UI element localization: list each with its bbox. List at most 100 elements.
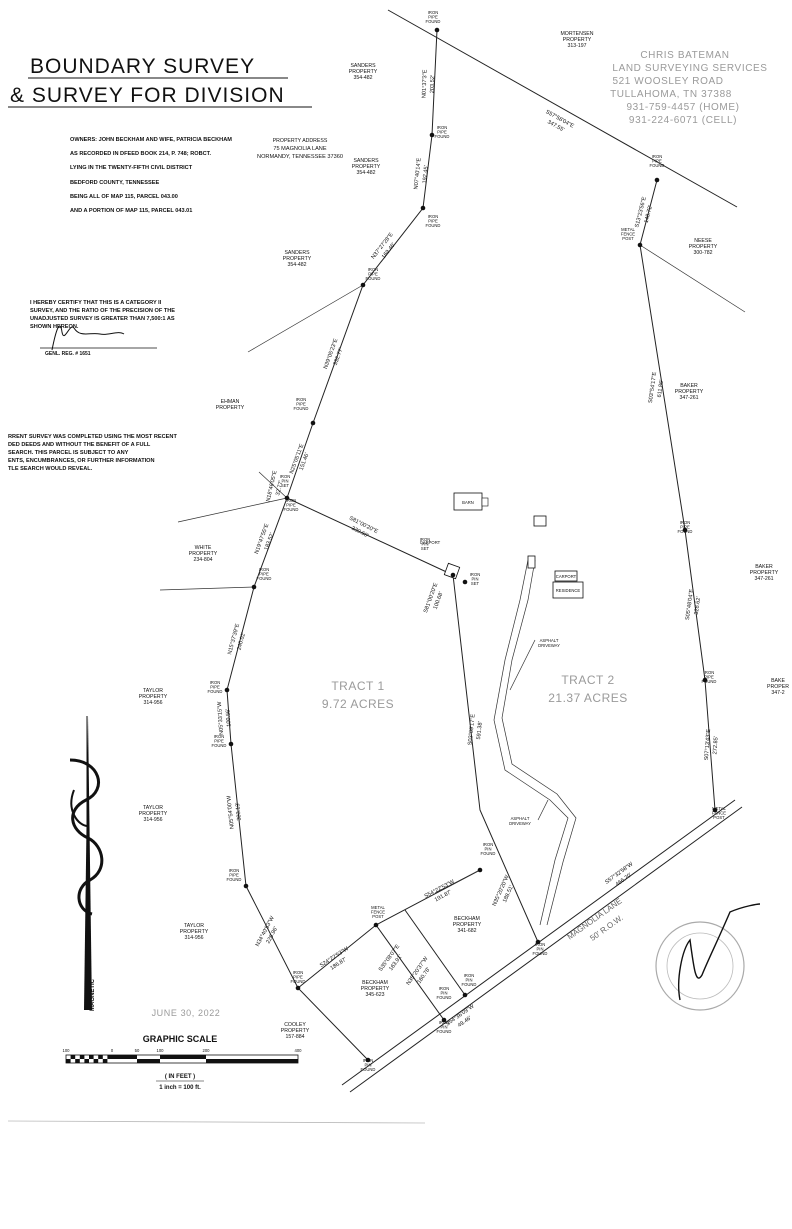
surveyor-line: 931-759-4457 (HOME) [626, 102, 739, 113]
adjoiner-label-baker1: PROPERTY [675, 389, 704, 395]
adjoiner-label-cooley: COOLEY [284, 1022, 306, 1028]
scale-segment [75, 1059, 80, 1063]
monument-label: IRON [296, 397, 306, 402]
adjoiner-label-beckham1: BECKHAM [454, 916, 480, 922]
north-arrow-label: MAGNETIC [90, 978, 96, 1011]
residence-label: RESIDENCE [556, 588, 581, 593]
monument-label: FOUND [291, 979, 306, 984]
disclaimer-line: DED DEEDS AND WITHOUT THE BENEFIT OF A F… [8, 442, 151, 448]
adjoiner-label-sanders2: PROPERTY [352, 164, 381, 170]
carport-1-label: CARPORT [420, 540, 441, 545]
residence-building [552, 581, 584, 599]
tract-1-name: TRACT 1 [331, 679, 384, 693]
monument-label: POST [622, 236, 634, 241]
scale-unit: ( IN FEET ) [165, 1074, 195, 1080]
monument-label: IRON [420, 537, 430, 542]
scale-segment [89, 1055, 94, 1059]
adjoiner-label-baker3: 347-2 [771, 690, 784, 696]
monument-label: PIPE [368, 272, 378, 277]
survey-date: JUNE 30, 2022 [152, 1008, 221, 1018]
owner-line: BEDFORD COUNTY, TENNESSEE [70, 180, 159, 186]
monument-label: FOUND [361, 1067, 376, 1072]
adjoiner-label-mortensen: 313-197 [567, 43, 586, 49]
monument-label: FOUND [437, 995, 452, 1000]
adjoiner-label-sanders2: 354-482 [356, 170, 375, 176]
scale-tick-label: 400 [295, 1048, 303, 1053]
monument-label: FOUND [481, 851, 496, 856]
seal-signature-mark [678, 903, 761, 1001]
bearing-text: 148.72' [644, 205, 654, 224]
scale-segment [206, 1059, 298, 1063]
monument-label: FENCE [371, 910, 385, 915]
bearing-text: 32.77' [275, 480, 284, 496]
monument-label: IRON [535, 942, 545, 947]
monument-marker [284, 495, 290, 501]
adjoiner-label-sanders1: 354-482 [353, 75, 372, 81]
monument-marker [477, 867, 483, 873]
tract-2-area: 21.37 ACRES [548, 691, 628, 705]
adjoiner-label-mortensen: MORTENSEN [560, 31, 593, 37]
adjoiner-label-white: PROPERTY [189, 551, 218, 557]
disclaimer: RRENT SURVEY WAS COMPLETED USING THE MOS… [8, 434, 177, 472]
monument-marker [310, 420, 316, 426]
monument-label: IRON [214, 734, 224, 739]
adjoiner-label-baker2: BAKER [755, 564, 773, 570]
scale-segment [84, 1059, 89, 1063]
monument-label: PIPE [680, 525, 690, 530]
bearing-text: 183.52' [264, 532, 276, 551]
monument-marker [712, 807, 718, 813]
scale-segment [107, 1055, 112, 1059]
disclaimer-line: ENTS, ENCUMBRANCES, OR FURTHER INFORMATI… [8, 458, 155, 464]
address-line: 75 MAGNOLIA LANE [273, 146, 326, 152]
scale-segment [102, 1059, 108, 1063]
monument-label: IRON [259, 567, 269, 572]
bearing-text: 272.85' [712, 736, 719, 755]
driveway-label: ASPHALT [511, 816, 530, 821]
monument-label: IRON [464, 973, 474, 978]
monument-label: PIN [537, 947, 544, 952]
monument-label: PIPE [259, 572, 269, 577]
adjoiner-label-white: 234-804 [193, 557, 212, 563]
adjoiner-label-sanders1: PROPERTY [349, 69, 378, 75]
bearing-text: 611.86' [657, 379, 665, 397]
tract-2-name: TRACT 2 [561, 673, 614, 687]
scale-title: GRAPHIC SCALE [143, 1034, 218, 1044]
monument-label: IRON [363, 1058, 373, 1063]
monument-label: FOUND [366, 276, 381, 281]
adjoiner-label-cooley: PROPERTY [281, 1028, 310, 1034]
adjoiner-label-neese: 300-782 [693, 250, 712, 256]
monument-label: IRON [368, 267, 378, 272]
adjoiner-label-beckham2: BECKHAM [362, 980, 388, 986]
scale-segment [79, 1055, 85, 1059]
bearing-text: S05°48'04"E [685, 588, 695, 620]
scale-segment [66, 1059, 71, 1063]
monument-label: PIN [485, 847, 492, 852]
scale-tick-label: 0 [111, 1048, 114, 1053]
adjoiner-label-cooley: 157-884 [285, 1034, 304, 1040]
bearing-text: 192.45' [422, 165, 430, 184]
north-arrow-ornament-icon [69, 758, 104, 916]
bearing-text: N05°54'00"W [226, 795, 236, 829]
surveyor-line: CHRIS BATEMAN [640, 50, 729, 61]
driveway-label: DRIVEWAY [538, 643, 560, 648]
monument-label: PIN [365, 1063, 372, 1068]
graphic-scale: GRAPHIC SCALE 100 0 50 100 200 400 ( IN … [63, 1034, 303, 1091]
scale-segment [137, 1059, 160, 1063]
scale-tick-label: 100 [63, 1048, 71, 1053]
monuments: IRONPIPEFOUNDIRONPIPEFOUNDIRONPIPEFOUNDI… [208, 10, 727, 1072]
monument-label: IRON [704, 670, 714, 675]
